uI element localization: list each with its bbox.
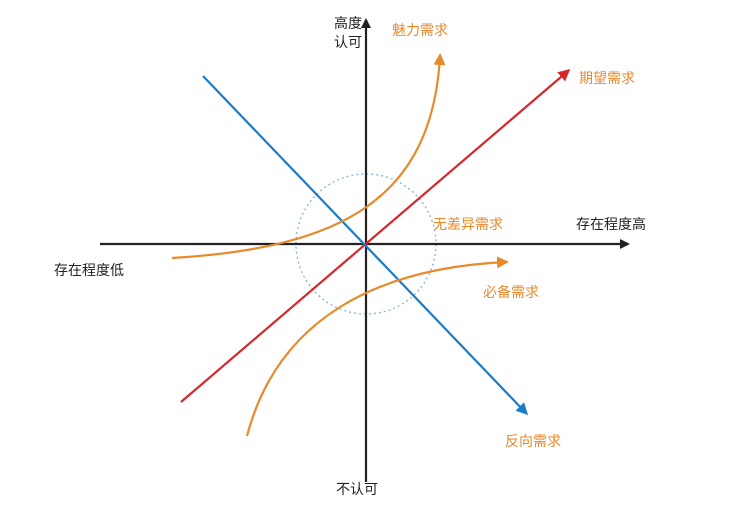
x-axis-left-label: 存在程度低 (54, 263, 124, 279)
y-axis-bottom-label: 不认可 (336, 482, 378, 498)
expected-need-label: 期望需求 (579, 71, 635, 87)
reverse-need-label: 反向需求 (505, 434, 561, 450)
attractive-need-label: 魅力需求 (392, 23, 448, 39)
attractive-need-curve (171, 53, 446, 260)
expected-need-line (180, 69, 571, 403)
y-axis-top-label-line2: 认可 (334, 35, 362, 51)
must-be-need-curve (245, 256, 509, 437)
y-axis-top-label-line1: 高度 (334, 15, 362, 32)
indifferent-need-label: 无差异需求 (433, 217, 503, 233)
x-axis-right-label: 存在程度高 (576, 216, 646, 233)
must-be-need-label: 必备需求 (483, 284, 539, 301)
reverse-need-line (202, 75, 529, 416)
